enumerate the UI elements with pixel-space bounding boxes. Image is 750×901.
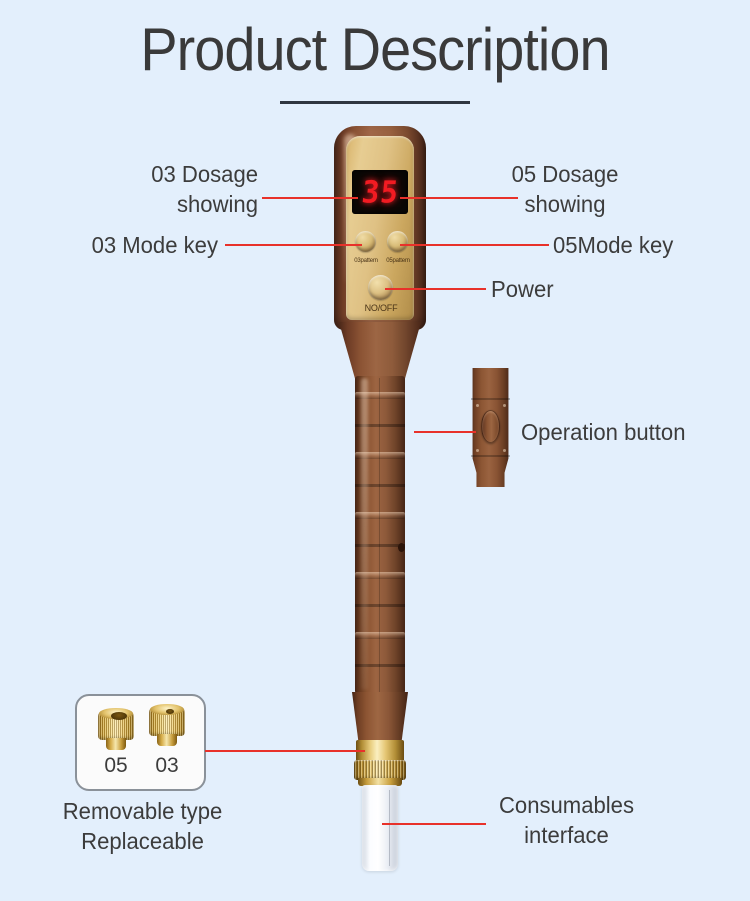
leader-mode-key-05 xyxy=(400,244,549,246)
leader-dosage-03 xyxy=(262,197,358,199)
screw-dot xyxy=(476,404,479,407)
nozzle-03 xyxy=(147,702,187,750)
callout-dosage-05: 05 Dosage showing xyxy=(511,161,619,217)
grip-ring xyxy=(355,484,405,487)
grip-rib xyxy=(355,512,405,519)
screw-dot xyxy=(503,404,506,407)
power-button[interactable] xyxy=(368,275,393,300)
mode-key-05-panel-label: 05pattern xyxy=(386,258,410,264)
inset-band xyxy=(471,398,510,400)
page-title: Product Description xyxy=(140,16,610,83)
callout-operation-button: Operation button xyxy=(521,419,686,445)
grip-rib xyxy=(355,632,405,639)
grip-rib xyxy=(355,392,405,399)
barrel-side-port xyxy=(398,543,405,552)
grip-rib xyxy=(355,452,405,459)
grip-ring xyxy=(355,544,405,547)
device-barrel xyxy=(355,376,405,694)
leader-removable-nozzles xyxy=(205,750,365,752)
leader-operation-button xyxy=(414,431,476,433)
grip-ring xyxy=(355,664,405,667)
callout-mode-key-05: 05Mode key xyxy=(553,232,674,258)
inset-band xyxy=(471,455,510,457)
nozzle-03-shank xyxy=(157,734,177,746)
power-panel-label: NO/OFF xyxy=(364,303,398,313)
callout-dosage-03: 03 Dosage showing xyxy=(151,161,258,217)
callout-mode-key-03: 03 Mode key xyxy=(91,232,218,258)
led-display-value: 35 xyxy=(359,174,401,210)
nozzle-03-bore xyxy=(166,708,174,714)
gold-collar-upper xyxy=(356,740,404,762)
grip-rib xyxy=(355,572,405,579)
consumable-tip xyxy=(362,785,398,871)
leader-consumables-interface xyxy=(382,823,486,825)
title-divider xyxy=(280,101,470,104)
led-display: 35 xyxy=(352,170,408,214)
callout-power: Power xyxy=(491,276,554,302)
nozzle-03-top xyxy=(150,704,184,715)
callout-consumables-interface: Consumables interface xyxy=(498,792,634,848)
callout-removable-type: Removable type Replaceable xyxy=(62,798,223,854)
device-neck xyxy=(339,322,421,380)
gold-collar-knurled[interactable] xyxy=(354,760,406,780)
mode-key-03-button[interactable] xyxy=(355,231,376,252)
mode-key-03-panel-label: 03pattern xyxy=(354,258,378,264)
nozzle-05-top xyxy=(99,708,133,720)
operation-button[interactable] xyxy=(481,410,500,443)
leader-dosage-05 xyxy=(400,197,518,199)
nozzle-05-bore xyxy=(111,712,127,720)
barrel-highlight xyxy=(361,378,368,690)
barrel-seam xyxy=(379,378,380,692)
grip-ring xyxy=(355,424,405,427)
gold-collar-lower xyxy=(358,778,402,786)
screw-dot xyxy=(476,449,479,452)
nozzle-03-label: 03 xyxy=(155,754,179,777)
nozzle-05-shank xyxy=(106,738,126,750)
grip-ring xyxy=(355,604,405,607)
leader-power xyxy=(385,288,486,290)
leader-mode-key-03 xyxy=(225,244,362,246)
mode-key-05-button[interactable] xyxy=(387,231,408,252)
device-lower-cone xyxy=(352,692,408,744)
nozzle-05 xyxy=(96,706,136,754)
screw-dot xyxy=(503,449,506,452)
nozzle-05-label: 05 xyxy=(104,754,128,777)
consumable-tip-edge xyxy=(389,790,390,866)
